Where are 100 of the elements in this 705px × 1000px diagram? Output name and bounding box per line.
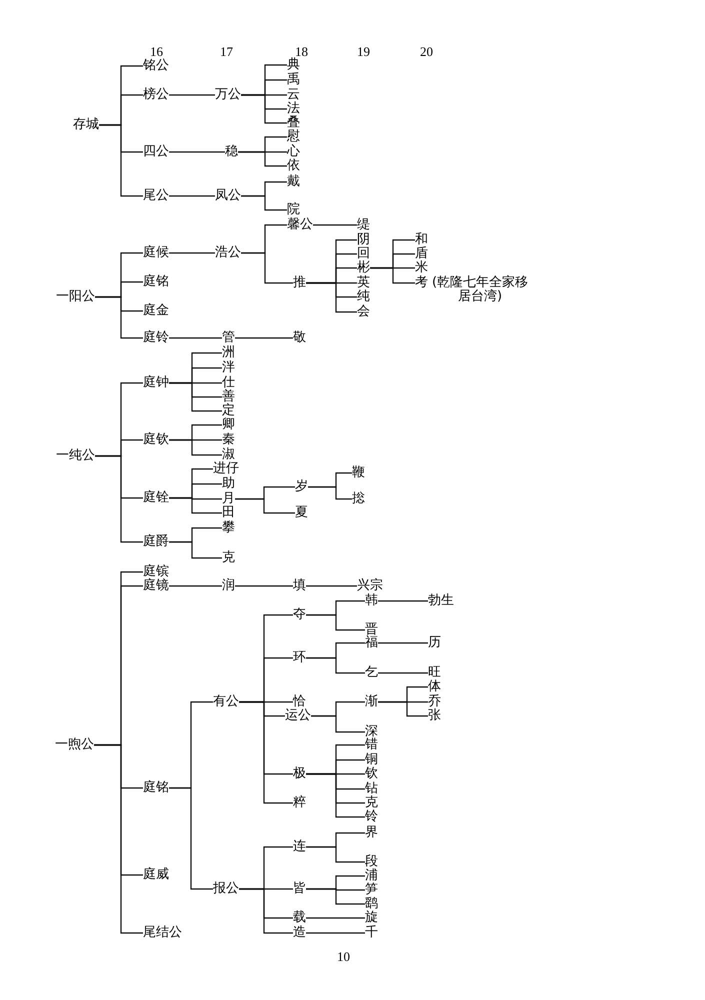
tree-line	[169, 195, 215, 197]
tree-line	[378, 701, 428, 717]
name-text: 粹	[293, 796, 306, 810]
name-text: 善	[222, 390, 235, 404]
name-text: 错	[365, 738, 378, 752]
tree-line	[169, 585, 222, 587]
name-text: 戴	[287, 175, 300, 189]
tree-line	[241, 195, 287, 211]
name-text: 体	[428, 680, 441, 694]
name-text: 环	[293, 651, 306, 665]
name-text: 泮	[222, 361, 235, 375]
name-text: 极	[293, 767, 306, 781]
name-text: 榜公	[143, 88, 169, 102]
tree-line	[308, 486, 352, 500]
name-text: 乔	[428, 695, 441, 709]
name-text: 依	[287, 159, 300, 173]
name-text: 定	[222, 404, 235, 418]
name-text: 庭金	[143, 304, 169, 318]
name-text: 连	[293, 840, 306, 854]
name-text: 填	[293, 579, 306, 593]
name-text: 钻	[365, 782, 378, 796]
tree-line	[306, 846, 365, 863]
tree-line	[95, 455, 143, 543]
tree-line	[306, 282, 357, 313]
tree-line	[235, 337, 293, 339]
name-text: 回	[357, 247, 370, 261]
name-text: 馨公	[287, 218, 313, 232]
name-text: 夏	[295, 506, 308, 520]
name-text: 造	[293, 926, 306, 940]
name-text: 缇	[357, 218, 370, 232]
name-text: 攀	[222, 521, 235, 535]
generation-number: 20	[420, 45, 433, 59]
name-text: 深	[365, 725, 378, 739]
name-text: 管	[222, 331, 235, 345]
name-text: 四公	[143, 145, 169, 159]
tree-line	[378, 672, 428, 674]
name-text: 庭爵	[143, 535, 169, 549]
name-text: 叠	[287, 116, 300, 130]
name-text: 庭镜	[143, 579, 169, 593]
tree-line	[169, 497, 222, 514]
tree-line	[169, 439, 222, 456]
name-text: 韩	[365, 594, 378, 608]
name-text: 秦	[222, 433, 235, 447]
name-text: 一煦公	[55, 738, 94, 752]
name-text: 考	[415, 276, 428, 290]
name-text: 庭候	[143, 246, 169, 260]
name-text: 庭威	[143, 868, 169, 882]
name-text: 法	[287, 102, 300, 116]
name-text: 庭镔	[143, 565, 169, 579]
name-text: 庭铨	[143, 491, 169, 505]
tree-line	[169, 151, 225, 153]
name-text: 兴宗	[357, 579, 383, 593]
generation-number: 18	[295, 45, 308, 59]
generation-number: 16	[150, 45, 163, 59]
tree-line	[94, 744, 143, 934]
name-text: 庭钦	[143, 433, 169, 447]
tree-line	[313, 224, 357, 226]
tree-line	[306, 917, 365, 919]
name-text: 有公	[213, 695, 239, 709]
name-text: 福	[365, 636, 378, 650]
name-text: 庭钟	[143, 376, 169, 390]
name-text: 铜	[365, 753, 378, 767]
name-text: 存城	[73, 118, 99, 132]
name-text: 铭公	[143, 59, 169, 73]
name-text: 卿	[222, 418, 235, 432]
name-text: 历	[428, 636, 441, 650]
name-text: 克	[222, 551, 235, 565]
name-text: 恰	[293, 695, 306, 709]
name-text: 凤公	[215, 189, 241, 203]
name-text: 笋	[365, 883, 378, 897]
name-text: 心	[287, 145, 300, 159]
tree-line	[306, 932, 365, 934]
tree-line	[370, 267, 415, 284]
name-text: 淑	[222, 448, 235, 462]
tree-line	[306, 773, 365, 818]
tree-line	[95, 296, 143, 339]
name-text: 运公	[285, 709, 311, 723]
name-text: 岁	[295, 480, 308, 494]
tree-line	[311, 715, 365, 733]
name-text: 界	[365, 826, 378, 840]
tree-line	[378, 600, 428, 602]
name-text: 尾公	[143, 189, 169, 203]
name-text: 盾	[415, 247, 428, 261]
name-text: 乞	[365, 666, 378, 680]
name-text: 克	[365, 796, 378, 810]
name-text: 浦	[365, 869, 378, 883]
name-text: 捴	[352, 492, 365, 506]
name-text: 英	[357, 276, 370, 290]
tree-line	[169, 94, 215, 96]
name-text: 勃生	[428, 594, 454, 608]
name-text: 一阳公	[56, 290, 95, 304]
name-text: 夺	[293, 608, 306, 622]
name-text: 院	[287, 203, 300, 217]
name-text: 渐	[365, 695, 378, 709]
name-text: 报公	[213, 882, 239, 896]
name-text: 一纯公	[56, 449, 95, 463]
tree-line	[239, 888, 293, 934]
name-text: 张	[428, 709, 441, 723]
name-text: 鞭	[352, 466, 365, 480]
tree-line	[241, 94, 287, 124]
